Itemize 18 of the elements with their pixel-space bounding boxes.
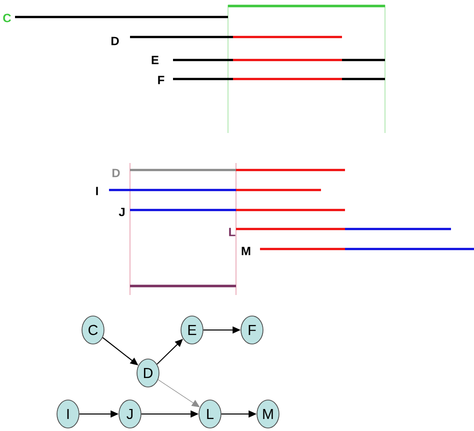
graph-node: E [180,316,204,344]
graph-node: M [256,400,280,428]
arrow [158,379,200,408]
track-label: E [152,56,159,64]
track-label: L [229,228,236,236]
graph-node: J [118,400,142,428]
graph-node: L [198,400,222,428]
graph-node: I [56,400,80,428]
graph-node: D [136,358,160,388]
graph-node: F [240,316,264,344]
track-label: D [111,36,119,46]
track-label: J [118,208,125,216]
track-label: F [158,76,164,84]
track-label: I [96,186,98,196]
graph-node: C [82,316,104,344]
track-label: M [242,246,250,256]
track-label: C [3,14,12,22]
track-label: D [112,168,120,178]
